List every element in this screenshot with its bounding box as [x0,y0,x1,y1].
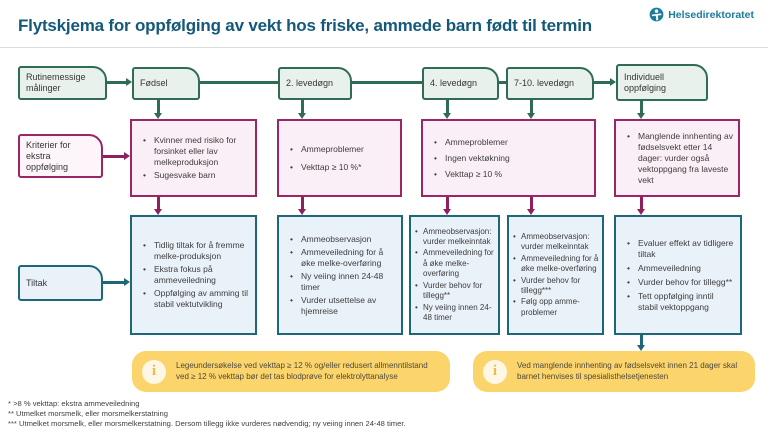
list-item: Ammeproblemer [288,144,395,155]
connector-line [499,81,506,84]
arrow-right-icon [594,78,616,86]
footnote-1: * >8 % vekttap: ekstra ammeveiledning [8,399,140,408]
arrow-right-icon [107,78,132,86]
action-list: Evaluer effekt av tidligere tiltak Ammev… [616,233,740,318]
arrow-down-icon [637,101,645,119]
footnotes: * >8 % vekttap: ekstra ammeveiledning **… [8,399,406,428]
list-item: Ammeobservasjon: vurder melkeinntak [415,227,496,248]
criteria-list: Kvinner med risiko for forsinket eller l… [132,131,255,185]
list-item: Vurder behov for tillegg*** [513,276,600,297]
row-label-criteria: Kriterier for ekstra oppfølging [18,134,103,178]
row-label-routine-text: Rutinemessige målinger [26,72,86,93]
row-label-actions: Tiltak [18,265,103,301]
list-item: Ny veiing innen 24-48 timer [288,271,396,293]
list-item: Ammeveiledning for å øke melke-overførin… [415,248,496,279]
criteria-list: Ammeproblemer Ingen vektøkning Vekttap ≥… [423,130,594,187]
connector-line [352,81,422,84]
criteria-box-1: Kvinner med risiko for forsinket eller l… [130,119,257,197]
action-list: Ammeobservasjon: vurder melkeinntak Amme… [509,229,602,321]
logo-text: Helsedirektoratet [668,8,754,21]
connector-line [200,81,278,84]
action-list: Ammeobservasjon: vurder melkeinntak Amme… [411,224,498,327]
arrow-down-icon [154,197,162,215]
helsedirektoratet-logo-icon [649,7,664,22]
list-item: Ekstra fokus på ammeveiledning [141,264,250,286]
action-box-5: Evaluer effekt av tidligere tiltak Ammev… [614,215,742,335]
list-item: Ny veiing innen 24-48 timer [415,303,496,324]
footnote-2: ** Utmelket morsmelk, eller morsmelkerst… [8,408,168,418]
criteria-box-3: Ammeproblemer Ingen vektøkning Vekttap ≥… [421,119,596,197]
list-item: Vurder behov for tillegg** [415,281,496,302]
row-label-actions-text: Tiltak [26,277,48,288]
timeline-label: Individuell oppfølging [624,71,667,93]
list-item: Kvinner med risiko for forsinket eller l… [141,135,250,168]
row-label-routine: Rutinemessige målinger [18,66,107,100]
list-item: Ammeveiledning [625,263,735,274]
criteria-list: Manglende innhenting av fødselsvekt ette… [616,127,738,190]
arrow-down-icon [637,335,645,351]
list-item: Manglende innhenting av fødselsvekt ette… [625,131,733,186]
timeline-box-4-levedogn: 4. levedøgn [422,67,499,100]
info-text: Ved manglende innhenting av fødselsvekt … [517,361,738,381]
arrow-down-icon [154,100,162,119]
row-label-criteria-text: Kriterier for ekstra oppfølging [26,139,71,172]
timeline-label: Fødsel [140,78,168,88]
info-icon: i [142,359,166,384]
helsedirektoratet-logo: Helsedirektoratet [649,7,754,22]
arrow-down-icon [443,197,451,215]
list-item: Ingen vektøkning [432,153,589,164]
action-box-2: Ammeobservasjon Ammeveiledning for å øke… [277,215,403,335]
arrow-down-icon [443,100,451,119]
list-item: Ammeproblemer [432,137,589,148]
list-item: Evaluer effekt av tidligere tiltak [625,238,735,260]
arrow-right-icon [103,152,130,160]
list-item: Vurder utsettelse av hjemreise [288,295,396,317]
footnote-3: *** Utmelket morsmelk, eller morsmelkers… [8,418,406,428]
timeline-label: 7-10. levedøgn [514,78,575,88]
timeline-box-individuell: Individuell oppfølging [616,64,708,101]
arrow-down-icon [298,197,306,215]
timeline-box-2-levedogn: 2. levedøgn [278,67,352,100]
action-list: Tidlig tiltak for å fremme melke-produks… [132,236,255,314]
info-box-2: i Ved manglende innhenting av fødselsvek… [473,351,755,392]
page-title: Flytskjema for oppfølging av vekt hos fr… [18,16,592,35]
timeline-box-fodsel: Fødsel [132,67,200,100]
arrow-down-icon [527,197,535,215]
action-box-4: Ammeobservasjon: vurder melkeinntak Amme… [507,215,604,335]
action-box-3: Ammeobservasjon: vurder melkeinntak Amme… [409,215,500,335]
info-text: Legeundersøkelse ved vekttap ≥ 12 % og/e… [176,361,428,381]
criteria-box-4: Manglende innhenting av fødselsvekt ette… [614,119,740,197]
list-item: Oppfølging av amming til stabil vektutvi… [141,288,250,310]
arrow-down-icon [527,100,535,119]
list-item: Sugesvake barn [141,170,250,181]
list-item: Vekttap ≥ 10 %* [288,162,395,173]
list-item: Ammeobservasjon [288,234,396,245]
list-item: Tidlig tiltak for å fremme melke-produks… [141,240,250,262]
timeline-box-7-10-levedogn: 7-10. levedøgn [506,67,594,100]
arrow-down-icon [298,100,306,119]
list-item: Ammeveiledning for å øke melke-overførin… [513,254,600,275]
arrow-right-icon [103,278,130,286]
list-item: Vurder behov for tillegg** [625,277,735,288]
list-item: Tett oppfølging inntil stabil vektoppgan… [625,291,735,313]
action-list: Ammeobservasjon Ammeveiledning for å øke… [279,230,401,321]
info-box-1: i Legeundersøkelse ved vekttap ≥ 12 % og… [132,351,450,392]
criteria-list: Ammeproblemer Vekttap ≥ 10 %* [279,135,400,182]
timeline-label: 2. levedøgn [286,78,334,88]
list-item: Ammeobservasjon: vurder melkeinntak [513,232,600,253]
header-divider [0,47,768,48]
timeline-label: 4. levedøgn [430,78,478,88]
criteria-box-2: Ammeproblemer Vekttap ≥ 10 %* [277,119,402,197]
list-item: Vekttap ≥ 10 % [432,169,589,180]
arrow-down-icon [637,197,645,215]
list-item: Følg opp amme-problemer [513,297,600,318]
info-icon: i [483,359,507,384]
action-box-1: Tidlig tiltak for å fremme melke-produks… [130,215,257,335]
list-item: Ammeveiledning for å øke melke-overførin… [288,247,396,269]
